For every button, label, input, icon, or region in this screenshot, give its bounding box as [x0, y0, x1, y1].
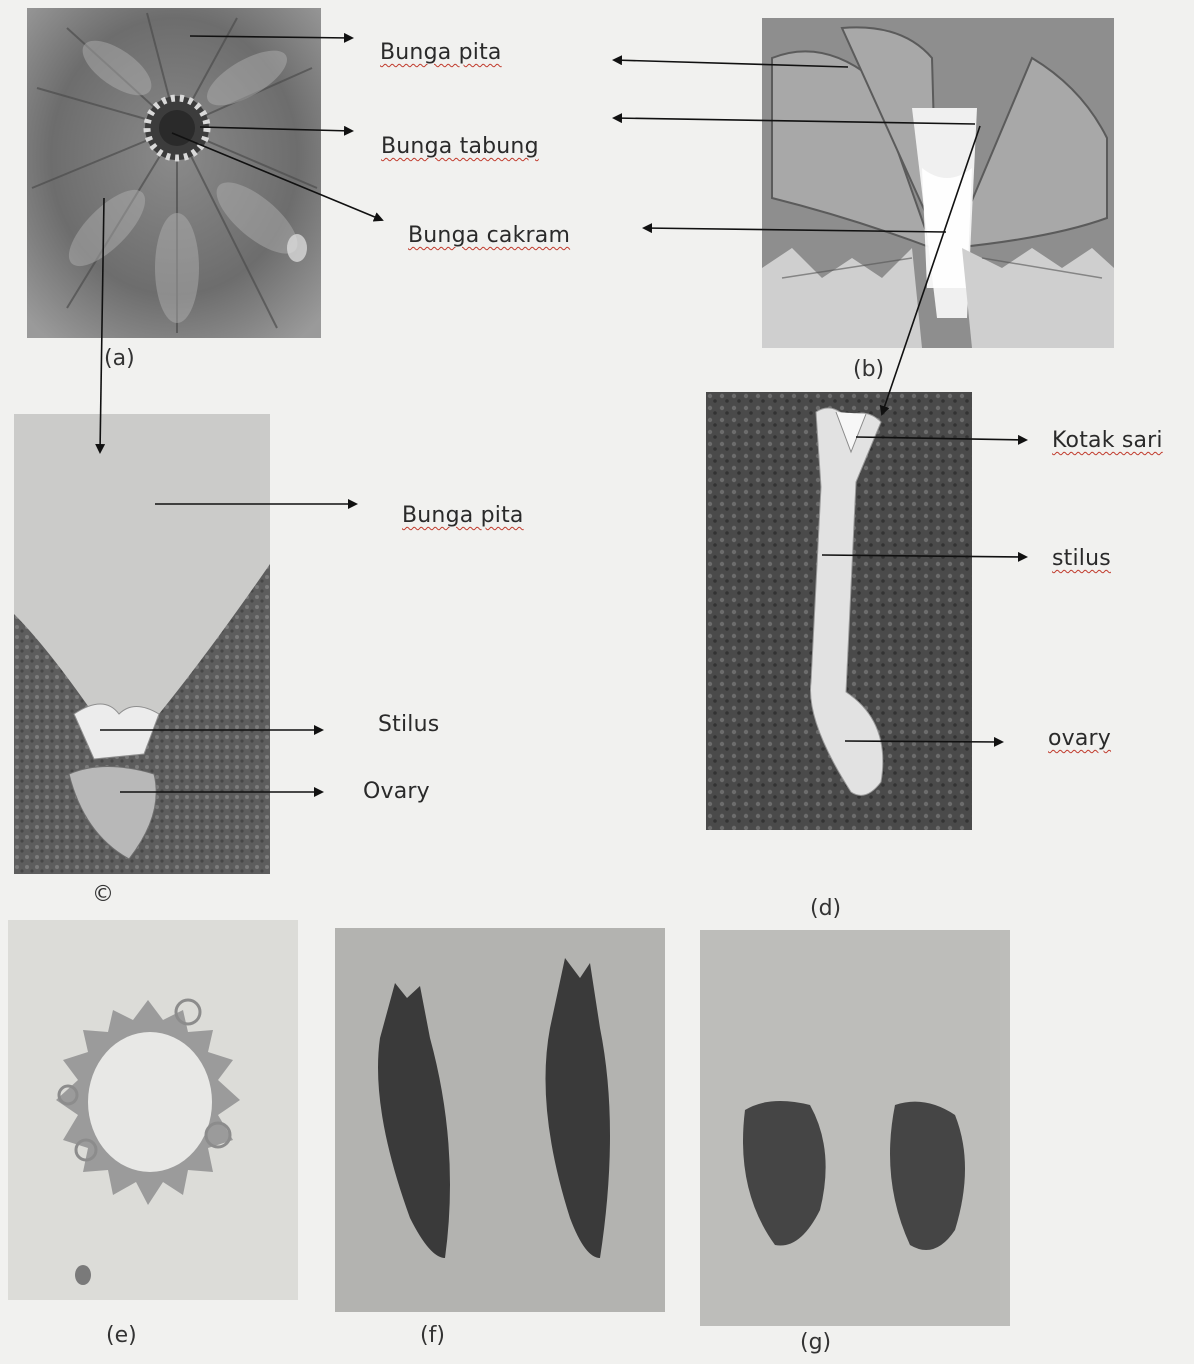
- label-text: stilus: [1052, 546, 1111, 571]
- caption-c: ©: [92, 882, 114, 907]
- caption-f: (f): [420, 1323, 445, 1348]
- photo-b-section: [762, 18, 1114, 348]
- caption-g: (g): [800, 1330, 831, 1355]
- caption-b: (b): [853, 357, 884, 382]
- label-text: ovary: [1048, 726, 1111, 751]
- label-c-ovary: Ovary: [363, 779, 430, 804]
- label-c-stilus: Stilus: [378, 712, 439, 737]
- label-a-bunga-cakram: Bunga cakram: [408, 223, 570, 248]
- label-text: Ovary: [363, 779, 430, 804]
- caption-a: (a): [104, 346, 135, 371]
- label-d-stilus: stilus: [1052, 546, 1111, 571]
- photo-g-seeds: [700, 930, 1010, 1326]
- photo-c-ray-floret: [14, 414, 270, 874]
- label-c-bunga-pita: Bunga pita: [402, 503, 524, 528]
- label-text: Bunga pita: [402, 503, 524, 528]
- photo-f-seeds: [335, 928, 665, 1312]
- caption-e: (e): [106, 1323, 137, 1348]
- photo-d-disc-floret: [706, 392, 972, 830]
- label-a-bunga-pita: Bunga pita: [380, 40, 502, 65]
- label-text: Stilus: [378, 712, 439, 737]
- photo-a-flower: [27, 8, 321, 338]
- label-d-ovary: ovary: [1048, 726, 1111, 751]
- label-text: Bunga tabung: [381, 134, 539, 159]
- photo-e-pollen: [8, 920, 298, 1300]
- label-d-kotak-sari: Kotak sari: [1052, 428, 1163, 453]
- label-text: Bunga cakram: [408, 223, 570, 248]
- label-text: Kotak sari: [1052, 428, 1163, 453]
- label-a-bunga-tabung: Bunga tabung: [381, 134, 539, 159]
- caption-d: (d): [810, 896, 841, 921]
- label-text: Bunga pita: [380, 40, 502, 65]
